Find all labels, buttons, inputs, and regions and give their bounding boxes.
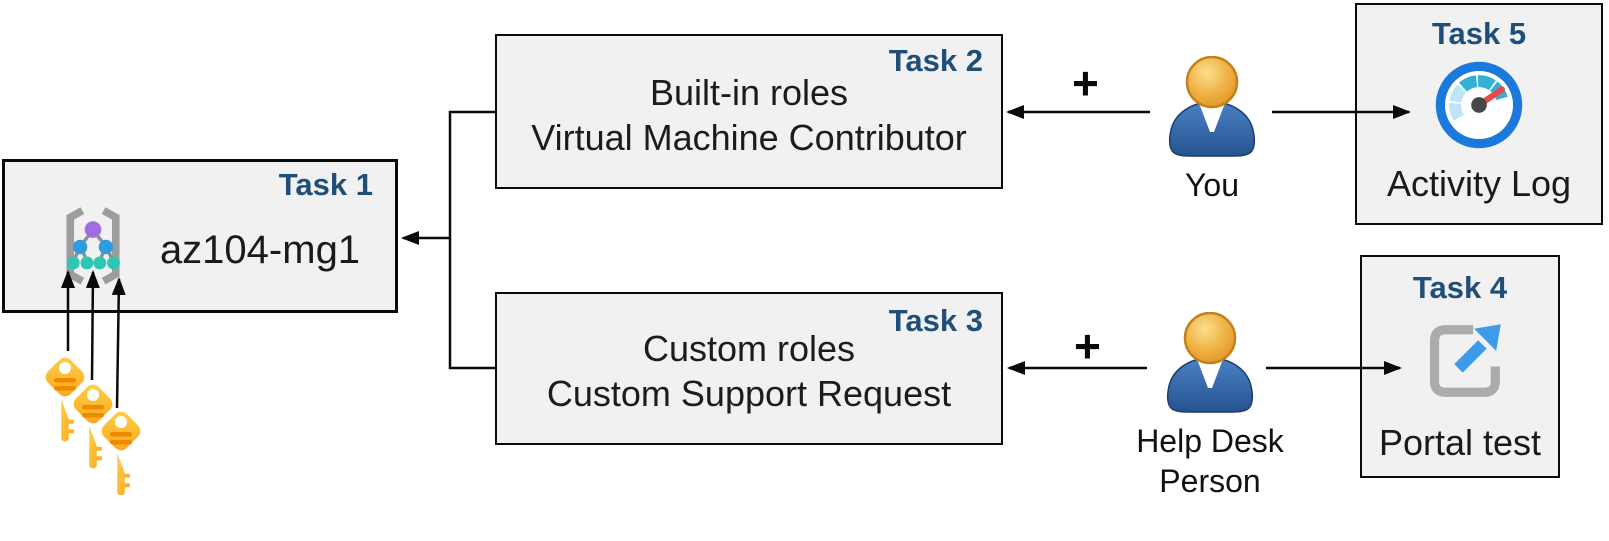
task2-label: Task 2 [888,43,983,78]
task4-label: Task 4 [1412,270,1508,305]
task5-label: Task 5 [1431,16,1527,51]
task5-caption: Activity Log [1386,163,1572,204]
actor-you-label: You [1185,167,1239,203]
task4-box: Task 4 Portal test [1360,255,1560,478]
task2-box: Task 2 Built-in roles Virtual Machine Co… [495,34,1003,189]
key-icon [39,351,91,443]
key-icon [67,378,119,470]
actor-help-desk-label-line2: Person [1159,463,1261,499]
plus-sign-bottom: + [1074,320,1101,372]
task3-box: Task 3 Custom roles Custom Support Reque… [495,292,1003,445]
task2-line1: Built-in roles [649,72,849,113]
task4-caption: Portal test [1378,422,1542,463]
management-group-icon [66,207,120,285]
actor-you: You [1158,55,1266,205]
bracket-connector [448,110,495,370]
task3-line1: Custom roles [642,328,856,369]
task1-label: Task 1 [278,167,373,202]
management-group-name: az104-mg1 [159,228,361,272]
plus-sign-top: + [1072,57,1099,109]
task3-label: Task 3 [888,303,983,338]
person-icon [1166,311,1254,413]
actor-help-desk: Help Desk Person [1135,311,1285,501]
task3-line2: Custom Support Request [546,373,952,414]
keys-group [39,351,147,497]
key-icon [95,405,147,497]
person-icon [1168,55,1256,157]
external-link-icon [1429,324,1501,397]
task1-box: Task 1 az104-mg1 [2,159,398,313]
actor-help-desk-label-line1: Help Desk [1136,423,1284,459]
gauge-activity-log-icon [1435,61,1523,149]
task5-box: Task 5 Activity Log [1355,3,1603,225]
task2-line2: Virtual Machine Contributor [531,117,967,158]
